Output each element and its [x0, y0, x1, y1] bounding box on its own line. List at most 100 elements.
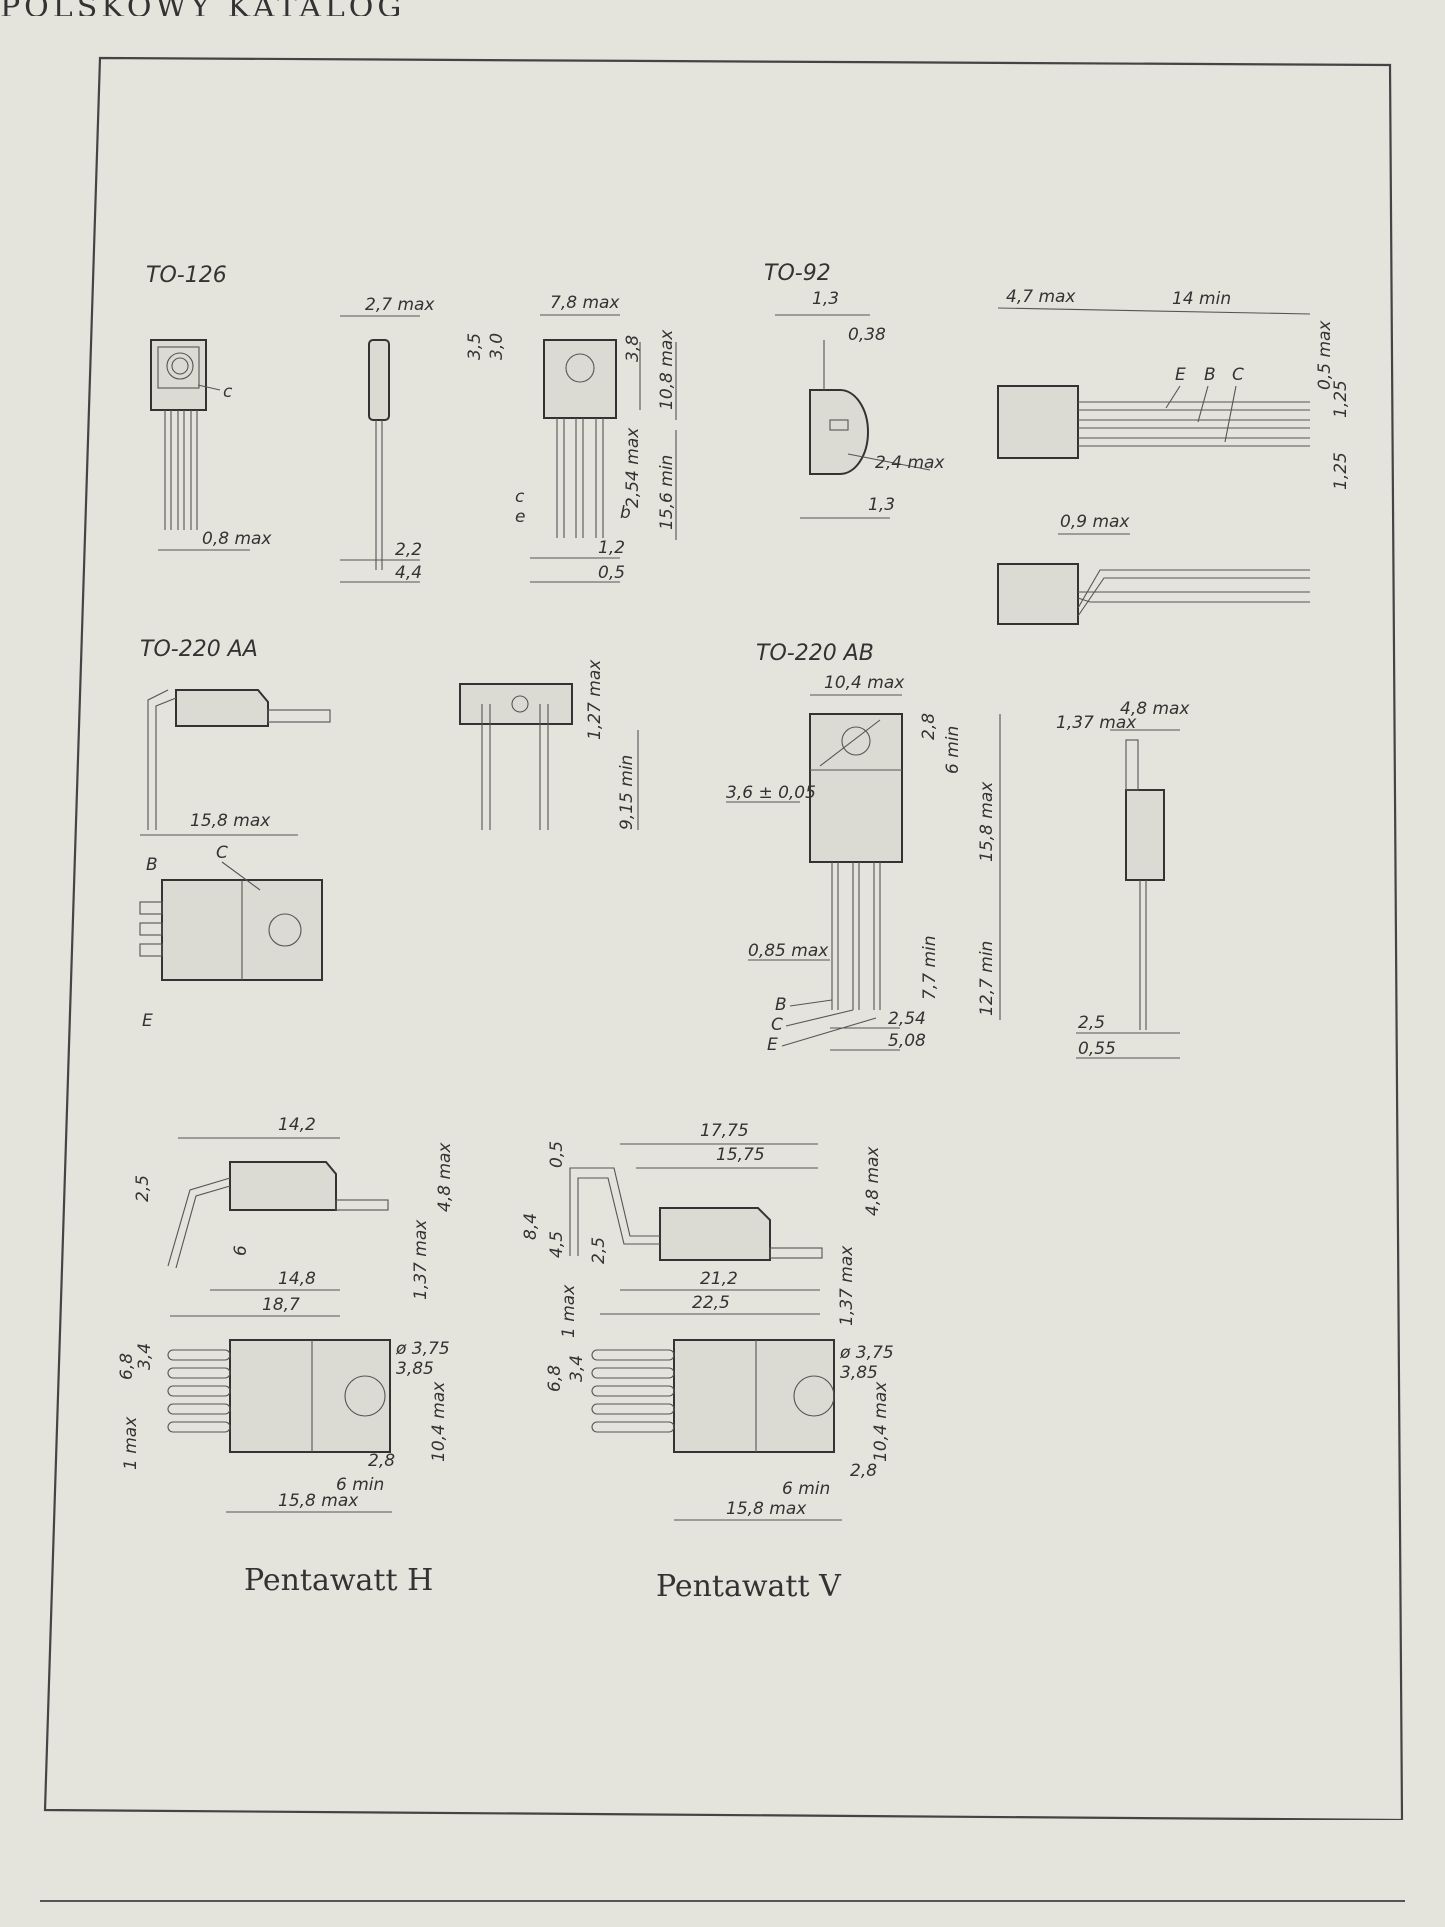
to220aa-dim-1-27: 1,27 max: [585, 659, 605, 740]
pentawatt-v-dim-22-5: 22,5: [692, 1293, 730, 1313]
pentawatt-h-dim-15-8: 15,8 max: [278, 1491, 359, 1511]
to220aa-group: TO-220 AA 15,8 max B C E 1,27 max 9,15 m…: [139, 637, 639, 1031]
to220ab-dim-1-37: 1,37 max: [1056, 713, 1137, 733]
pentawatt-v-dim-2-5: 2,5: [589, 1237, 609, 1264]
pentawatt-v-dim-6-min: 6 min: [782, 1479, 830, 1499]
pentawatt-v-dim-4-8: 4,8 max: [863, 1146, 883, 1216]
to92-pin-b: B: [1204, 365, 1216, 385]
pentawatt-h-dim-6: 6: [231, 1245, 251, 1256]
diagram-frame: TO-126 c 0,8 max 2,7 max 2,2 4,4 7,8 max…: [40, 50, 1405, 1820]
to220ab-pin-c: C: [771, 1015, 783, 1035]
pentawatt-h-dim-6-min: 6 min: [336, 1475, 384, 1495]
pentawatt-v-front-body: [673, 1339, 835, 1453]
to92-dim-0-5: 0,5 max: [1315, 320, 1335, 390]
to220ab-dim-4-8: 4,8 max: [1120, 699, 1190, 719]
pentawatt-v-dim-17-75: 17,75: [700, 1121, 749, 1141]
to126-front-body: [150, 339, 207, 411]
pentawatt-v-dim-4-5: 4,5: [547, 1231, 567, 1258]
to220ab-group: TO-220 AB 10,4 max 2,8 6 min 3,6 ± 0,05 …: [726, 641, 1190, 1059]
to92-side-body: [997, 385, 1079, 459]
pentawatt-v-dim-3-4: 3,4: [567, 1355, 587, 1382]
pentawatt-h-side-body: [229, 1161, 337, 1211]
pentawatt-h-dim-3-4: 3,4: [135, 1343, 155, 1370]
to220ab-pin-e: E: [767, 1035, 778, 1055]
to220aa-bent-body: [459, 683, 573, 725]
pentawatt-h-dim-1: 1 max: [121, 1416, 141, 1470]
to92-pin-c: C: [1232, 365, 1244, 385]
pentawatt-h-title: Pentawatt H: [244, 1563, 433, 1598]
to220aa-dim-15-8: 15,8 max: [190, 811, 271, 831]
to220aa-pin-e: E: [142, 1011, 153, 1031]
pentawatt-v-dim-15-8: 15,8 max: [726, 1499, 807, 1519]
pentawatt-h-dim-14-2: 14,2: [278, 1115, 316, 1135]
pentawatt-v-dim-1: 1 max: [559, 1284, 579, 1338]
to92-dim-4-7: 4,7 max: [1006, 287, 1076, 307]
to126-dim-4-4: 0,5: [598, 563, 625, 583]
to92-dim-1-3a: 1,3: [812, 289, 839, 309]
to126-dim-0-8: 0,8 max: [202, 529, 272, 549]
to126-dim-3-8: 3,8: [623, 335, 643, 362]
pentawatt-v-dim-0-5: 0,5: [547, 1141, 567, 1168]
to220ab-title: TO-220 AB: [756, 641, 874, 666]
to126-dim-2-54: 2,54 max: [623, 427, 643, 508]
to220ab-dim-0-85: 0,85 max: [748, 941, 829, 961]
to220ab-dim-7-7: 7,7 min: [920, 936, 940, 1001]
to92-dim-1-25a: 1,25: [1331, 380, 1351, 418]
to220aa-pin-c: C: [216, 843, 228, 863]
pentawatt-h-group: 14,2 2,5 4,8 max 6 1,37 max 14,8 18,7 ø …: [117, 1115, 455, 1598]
to220aa-side-body: [175, 689, 269, 727]
pentawatt-v-dim-1-37: 1,37 max: [837, 1245, 857, 1326]
to126-dim-3-5: 3,5: [465, 333, 485, 360]
to126-dim-7-8: 7,8 max: [550, 293, 620, 313]
pentawatt-h-dim-d3-75: ø 3,75: [395, 1339, 450, 1359]
to220ab-dim-5-08: 5,08: [888, 1031, 926, 1051]
pentawatt-h-dim-2-5: 2,5: [133, 1175, 153, 1202]
to220aa-dim-9-15: 9,15 min: [617, 755, 637, 830]
to220aa-title: TO-220 AA: [140, 637, 258, 662]
to126-rear-body: [543, 339, 617, 419]
pentawatt-v-dim-d3-75: ø 3,75: [839, 1343, 894, 1363]
to126-dim-2-7: 2,7 max: [365, 295, 435, 315]
to92-dim-0-9: 0,9 max: [1060, 512, 1130, 532]
to126-pin-e: e: [515, 507, 525, 527]
to220ab-front-body: [809, 713, 903, 863]
to126-pin-c: c: [515, 487, 525, 507]
pentawatt-v-dim-8-4: 8,4: [521, 1213, 541, 1240]
pentawatt-v-dim-10-4: 10,4 max: [871, 1381, 891, 1462]
to220ab-dim-2-8: 2,8: [919, 713, 939, 740]
page-border: [43, 56, 1404, 1820]
to92-dim-2-4: 2,4 max: [875, 453, 945, 473]
to126-dim-2-2: 1,2: [598, 538, 625, 558]
to220ab-dim-6: 6 min: [943, 726, 963, 774]
pentawatt-v-dim-15-75: 15,75: [716, 1145, 765, 1165]
to92-dim-0-38: 0,38: [848, 325, 886, 345]
pentawatt-h-front-body: [229, 1339, 391, 1453]
pentawatt-v-dim-6-8: 6,8: [545, 1365, 565, 1392]
bottom-rule: [40, 1900, 1405, 1902]
to92-bent-body: [997, 563, 1079, 625]
to92-dim-1-25b: 1,25: [1331, 452, 1351, 490]
to220ab-dim-15-8: 15,8 max: [977, 781, 997, 862]
pentawatt-h-dim-1-37: 1,37 max: [411, 1219, 431, 1300]
to92-pin-e: E: [1175, 365, 1186, 385]
page-header: POLSKOWY KATALOG: [0, 0, 405, 16]
pentawatt-v-group: 17,75 15,75 0,5 4,8 max 8,4 4,5 2,5 21,2…: [521, 1121, 894, 1604]
to220ab-dim-2-54: 2,54: [888, 1009, 926, 1029]
package-drawings: TO-126 c 0,8 max 2,7 max 2,2 4,4 7,8 max…: [43, 56, 1404, 1820]
pentawatt-v-side-body: [659, 1207, 771, 1261]
to92-title: TO-92: [764, 261, 831, 286]
to92-front-body: [809, 389, 869, 475]
to126-dim-0-5: 4,4: [395, 563, 422, 583]
to220ab-dim-3-6: 3,6 ± 0,05: [726, 783, 816, 803]
to126-group: TO-126 c 0,8 max 2,7 max 2,2 4,4 7,8 max…: [146, 263, 677, 583]
pentawatt-h-dim-6-8: 6,8: [117, 1353, 137, 1380]
to126-dim-3-0: 3,0: [487, 333, 507, 360]
to126-dim-1-2: 2,2: [395, 540, 422, 560]
to220ab-pin-b: B: [775, 995, 787, 1015]
to220ab-dim-0-55: 0,55: [1078, 1039, 1116, 1059]
to126-dim-15-6: 15,6 min: [657, 455, 677, 530]
pentawatt-h-dim-2-8: 2,8: [368, 1451, 395, 1471]
pentawatt-h-dim-3-85: 3,85: [396, 1359, 434, 1379]
to220ab-dim-2-5: 2,5: [1078, 1013, 1105, 1033]
pentawatt-v-dim-3-85: 3,85: [840, 1363, 878, 1383]
